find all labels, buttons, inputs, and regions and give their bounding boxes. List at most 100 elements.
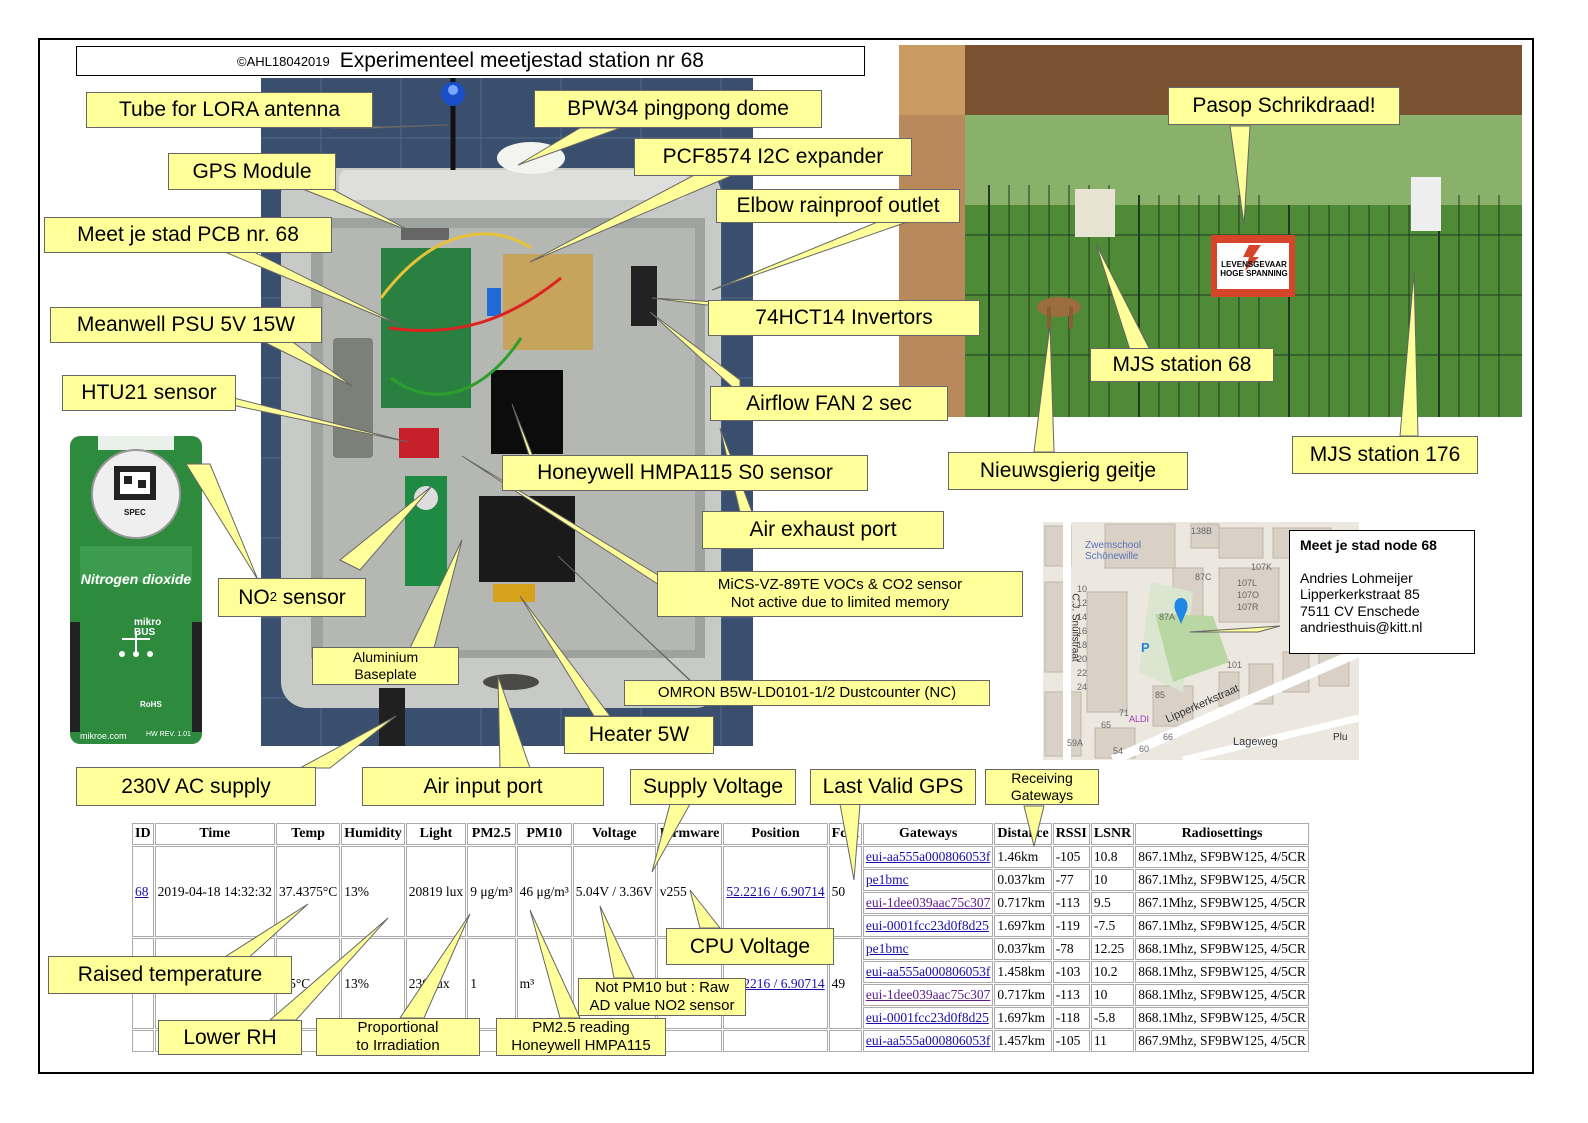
cell-gateway-radio: 868.1Mhz, SF9BW125, 4/5CR [1135, 938, 1309, 960]
cell-gateway-rssi: -118 [1052, 1007, 1090, 1029]
cell-humidity: 13% [341, 846, 405, 937]
cell-light: 20819 lux [405, 846, 467, 937]
callout-lora-tube: Tube for LORA antenna [86, 92, 373, 128]
cell-gateway-rssi: -113 [1052, 892, 1090, 914]
cell-light: 230 lux [405, 938, 467, 1029]
figure-frame [38, 38, 1534, 1074]
cell-gateway-radio: 867.9Mhz, SF9BW125, 4/5CR [1135, 1030, 1309, 1052]
no2-subscript: 2 [269, 589, 277, 605]
cell-gateway-lsnr: -7.5 [1090, 915, 1135, 937]
map-label-107l: 107L [1237, 578, 1258, 588]
cell-gateway-radio: 868.1Mhz, SF9BW125, 4/5CR [1135, 984, 1309, 1006]
map-label-66: 66 [1163, 732, 1174, 742]
map-label-71: 71 [1119, 708, 1130, 718]
map-label-107o: 107O [1237, 590, 1260, 600]
cell-fcnt: 50 [828, 846, 862, 937]
cell-gateway-name: eui-0001fcc23d0f8d25 [862, 915, 994, 937]
map-label-10: 10 [1077, 584, 1088, 594]
cell-gateway-lsnr: 10 [1090, 869, 1135, 891]
cell-gateway-lsnr: 10.8 [1090, 846, 1135, 868]
callout-meanwell: Meanwell PSU 5V 15W [50, 307, 322, 343]
cell-humidity: 13% [341, 938, 405, 1029]
no2-board-brand: mikro BUS [134, 617, 162, 638]
column-header: ID [132, 823, 154, 845]
callout-lastgps: Last Valid GPS [810, 769, 976, 805]
map-label-aldi: ALDI [1129, 714, 1150, 724]
gateway-link[interactable]: eui-1dee039aac75c307 [865, 987, 991, 1002]
cell-gateway-radio: 868.1Mhz, SF9BW125, 4/5CR [1135, 1007, 1309, 1029]
callout-bpw34: BPW34 pingpong dome [534, 90, 822, 128]
callout-cpu: CPU Voltage [666, 928, 834, 965]
column-header: Humidity [341, 823, 405, 845]
cell-gateway-name: eui-0001fcc23d0f8d25 [862, 1007, 994, 1029]
map-label-107r: 107R [1237, 602, 1259, 612]
sign-text: LEVENSGEVAAR HOGE SPANNING [1220, 260, 1288, 278]
no2-rest: sensor [276, 585, 346, 609]
column-header: PM2.5 [467, 823, 516, 845]
column-header: Light [405, 823, 467, 845]
cell-gateway-rssi: -103 [1052, 961, 1090, 983]
column-header: LSNR [1090, 823, 1135, 845]
map-label-plu: Plu [1333, 732, 1348, 743]
cell-gateway-lsnr: -5.8 [1090, 1007, 1135, 1029]
cell-gateway-rssi: -105 [1052, 1030, 1090, 1052]
address-city: 7511 CV Enschede [1300, 602, 1420, 619]
column-header: Distance [994, 823, 1052, 845]
cell-gateway-name: eui-aa555a000806053f [862, 846, 994, 868]
callout-lower-rh: Lower RH [158, 1020, 302, 1055]
position-link[interactable]: 52.2216 / 6.90714 [726, 883, 825, 899]
cell-gateway-distance: 1.458km [994, 961, 1052, 983]
column-header: Radiosettings [1135, 823, 1309, 845]
map-label: Zwemschool [1085, 540, 1142, 551]
map-label-107k: 107K [1251, 562, 1273, 572]
gateway-link[interactable]: eui-aa555a000806053f [865, 964, 991, 979]
sign-line2: HOGE SPANNING [1220, 269, 1288, 279]
cell-gateway-lsnr: 12.25 [1090, 938, 1135, 960]
cell-gateway-distance: 1.457km [994, 1030, 1052, 1052]
cell-gateway-radio: 868.1Mhz, SF9BW125, 4/5CR [1135, 961, 1309, 983]
cell-gateway-lsnr: 11 [1090, 1030, 1135, 1052]
no2-text: NO [238, 585, 270, 609]
gateway-link[interactable]: eui-0001fcc23d0f8d25 [865, 1010, 989, 1025]
cell-voltage: 5.04V / 3.36V [572, 846, 656, 937]
column-header: RSSI [1052, 823, 1090, 845]
callout-airin: Air input port [362, 767, 604, 806]
no2-board-site: mikroe.com [80, 731, 127, 741]
gateway-link[interactable]: pe1bmc [865, 872, 909, 887]
gateway-link[interactable]: pe1bmc [865, 941, 909, 956]
gateway-link[interactable]: eui-0001fcc23d0f8d25 [865, 918, 989, 933]
cell-gateway-lsnr: 10 [1090, 984, 1135, 1006]
gateway-link[interactable]: eui-aa555a000806053f [865, 849, 991, 864]
cell-gateway-rssi: -78 [1052, 938, 1090, 960]
cell-position: 52.2216 / 6.90714 [723, 846, 828, 937]
callout-mjs176: MJS station 176 [1292, 436, 1478, 474]
callout-aluminium: Aluminium Baseplate [312, 647, 459, 685]
map-label-65: 65 [1101, 720, 1112, 730]
gateway-link[interactable]: eui-aa555a000806053f [865, 1033, 991, 1048]
callout-74hct14: 74HCT14 Invertors [708, 300, 980, 336]
column-header: Voltage [572, 823, 656, 845]
position-link[interactable]: 52.2216 / 6.90714 [726, 975, 825, 991]
address-email: andriesthuis@kitt.nl [1300, 619, 1423, 636]
callout-heater: Heater 5W [564, 716, 714, 754]
cell-gateway-name: eui-aa555a000806053f [862, 961, 994, 983]
callout-receiving: Receiving Gateways [985, 769, 1099, 805]
map-label-87a: 87A [1159, 612, 1176, 622]
node-id-link[interactable]: 68 [135, 883, 149, 899]
gateway-link[interactable]: eui-1dee039aac75c307 [865, 895, 991, 910]
callout-proportional: Proportional to Irradiation [316, 1018, 480, 1056]
column-header: Fcnt [828, 823, 862, 845]
cell-gateway-distance: 0.037km [994, 938, 1052, 960]
callout-elbow: Elbow rainproof outlet [716, 189, 960, 223]
no2-board-spec: SPEC [124, 508, 146, 517]
cell-gateway-lsnr: 10.2 [1090, 961, 1135, 983]
callout-pcb: Meet je stad PCB nr. 68 [44, 217, 332, 253]
cell-fcnt: 49 [828, 938, 862, 1029]
cell-gateway-name: pe1bmc [862, 938, 994, 960]
callout-fan: Airflow FAN 2 sec [710, 386, 948, 421]
callout-supply: Supply Voltage [630, 769, 796, 805]
